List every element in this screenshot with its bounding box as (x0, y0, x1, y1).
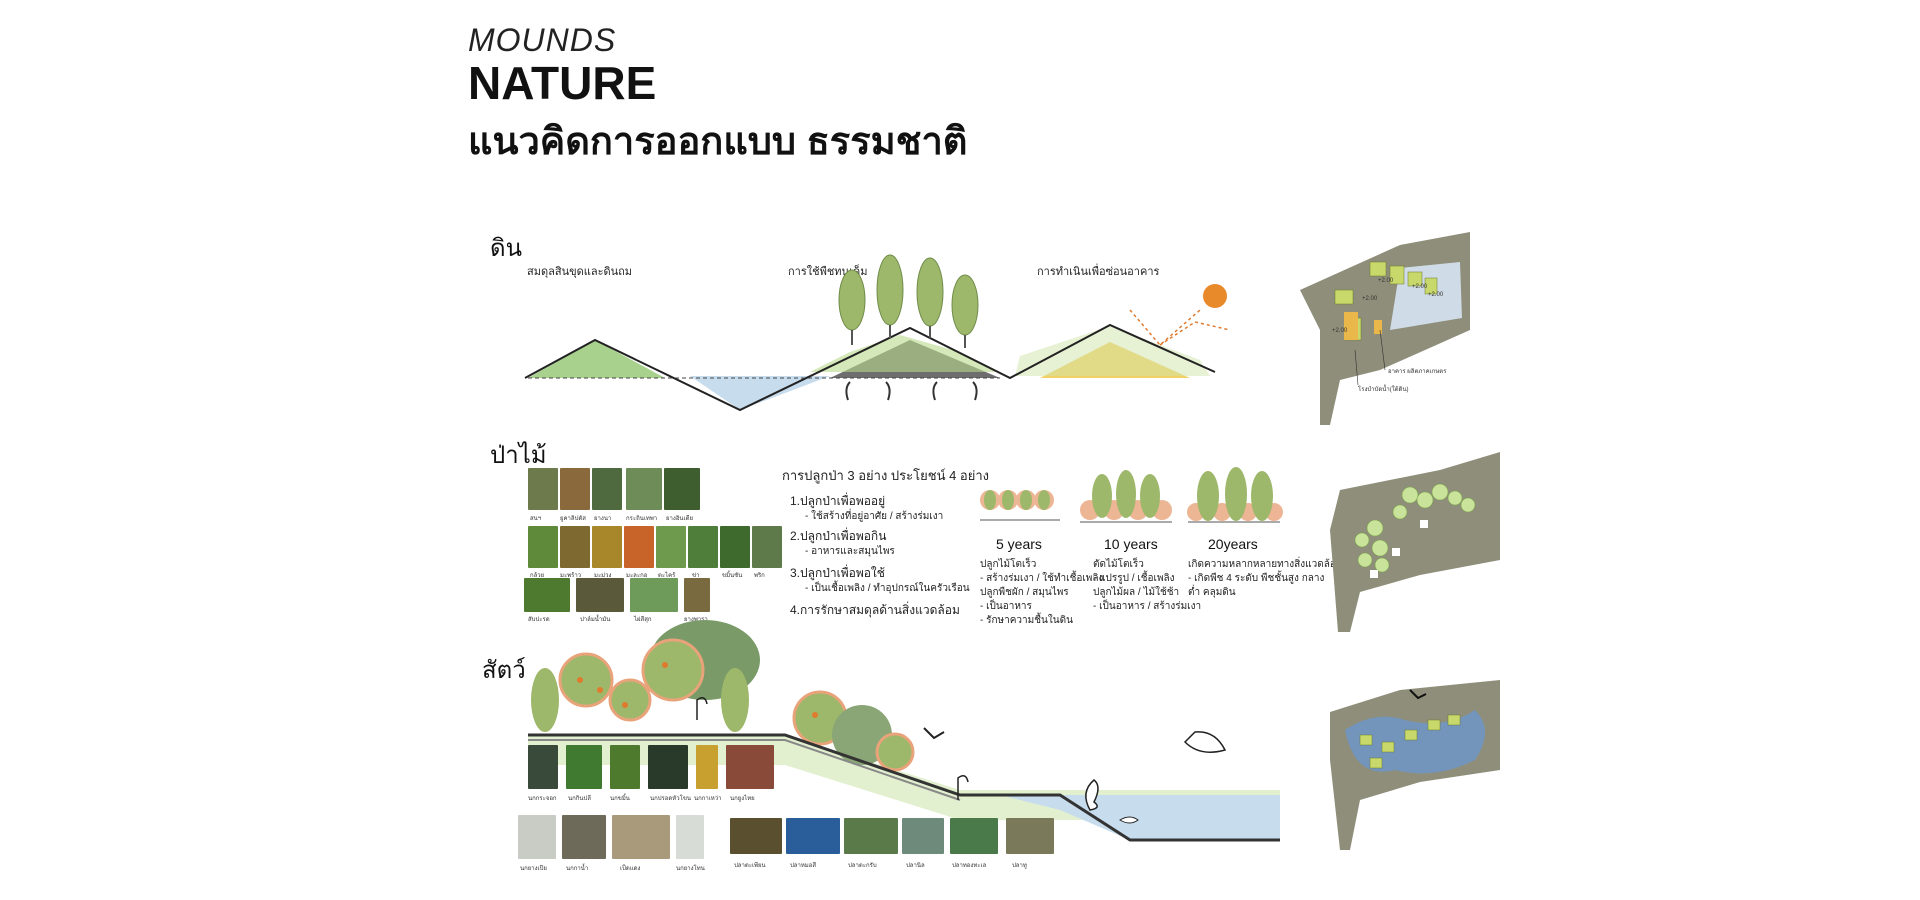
title-nature: NATURE (468, 57, 657, 109)
stage-20-years-trees (1187, 467, 1283, 523)
forest-item-3-title: 3.ปลูกป่าเพื่อพอใช้ (790, 566, 885, 580)
stage-5-years-trees (980, 490, 1060, 521)
plant-photo (720, 526, 750, 568)
plant-caption: ยางพารา (684, 617, 708, 623)
plant-caption: สนฯ (530, 516, 542, 522)
center-trees (838, 254, 979, 336)
grass-strip (810, 335, 1000, 372)
flying-bird-icon (923, 727, 945, 740)
animal-label: สัตว์ (482, 657, 526, 684)
plant-photo (524, 578, 570, 612)
plan-level-3: +2.00 (1412, 284, 1428, 290)
sun-icon (1203, 284, 1227, 308)
forest-item-1-title: 1.ปลูกป่าเพื่อพออยู่ (790, 494, 886, 508)
plant-caption: ยางนา (594, 516, 612, 522)
forest-label: ป่าไม้ (490, 442, 547, 469)
plant-photo (560, 468, 590, 510)
upward-arrows-icon (845, 381, 978, 401)
plan-level-1: +2.00 (1362, 296, 1378, 302)
animal-trees (531, 620, 915, 772)
plant-caption: มะละกอ (626, 573, 648, 579)
stage-3-notes: เกิดความหลากหลายทางสิ่งแวดล้อม- เกิดพืช … (1188, 559, 1343, 598)
plant-caption: ขมิ้นชัน (722, 573, 743, 579)
stage-1-notes: ปลูกไม้โตเร็ว- สร้างร่มเงา / ใช้ทำเชื้อเ… (980, 559, 1104, 626)
water-area (1000, 795, 1280, 840)
plant-caption: สับปะรด (528, 617, 550, 623)
plant-photo (592, 468, 622, 510)
plan-level-2: +2.00 (1378, 278, 1394, 284)
fish-icon (1119, 816, 1139, 824)
plant-photo (630, 578, 678, 612)
plant-photo (560, 526, 590, 568)
title-thai: แนวคิดการออกแบบ ธรรมชาติ (468, 121, 968, 163)
forest-item-3-sub: - เป็นเชื้อเพลิง / ทำอุปกรณ์ในครัวเรือน (805, 583, 970, 594)
plant-caption: มะม่วง (594, 573, 612, 579)
forest-heading: การปลูกป่า 3 อย่าง ประโยชน์ 4 อย่าง (782, 468, 989, 483)
plant-caption: ตะไคร้ (658, 573, 676, 579)
terrain-line (528, 733, 1280, 842)
plan-level-4: +2.00 (1428, 292, 1444, 298)
soil-label: ดิน (490, 235, 522, 262)
soil-caption-3: การทำเนินเพื่อซ่อนอาคาร (1037, 266, 1160, 278)
bird-marker-icon (1409, 689, 1427, 700)
soil-caption-1: สมดุลสินขุดและดินถม (527, 266, 633, 278)
stage-10-years-trees (1080, 470, 1172, 523)
stage-1-year: 5 years (996, 536, 1042, 552)
plant-photo (576, 578, 624, 612)
plant-caption: พริก (754, 573, 765, 579)
forest-item-2-sub: - อาหารและสมุนไพร (805, 546, 895, 557)
plant-photo (592, 526, 622, 568)
plant-photo (688, 526, 718, 568)
plant-caption: ปาล์มน้ำมัน (580, 617, 611, 623)
plant-caption: ยางอินเดีย (666, 516, 693, 522)
forest-item-1-sub: - ใช้สร้างที่อยู่อาศัย / สร้างร่มเงา (805, 511, 944, 522)
plant-caption: มะพร้าว (560, 573, 582, 579)
green-mound (528, 340, 665, 378)
plant-photo (664, 468, 700, 510)
plan-level-5: +2.00 (1332, 328, 1348, 334)
pond-area (1345, 710, 1485, 774)
title-mounds: MOUNDS (468, 22, 617, 58)
plant-caption: ไผ่สีสุก (634, 617, 652, 623)
plant-photo (752, 526, 782, 568)
yellow-mound-grass (1015, 326, 1210, 376)
plant-caption: ข่า (692, 573, 700, 579)
plan-note-1: อาคาร ผลิตภาคเกษตร (1388, 369, 1447, 375)
plant-photo (528, 526, 558, 568)
forest-item-2-title: 2.ปลูกป่าเพื่อพอกิน (790, 529, 887, 543)
forest-item-4-title: 4.การรักษาสมดุลด้านสิ่งแวดล้อม (790, 603, 960, 617)
plant-caption: ยูคาลิปตัส (560, 516, 586, 522)
plant-photo (624, 526, 654, 568)
ground-line (524, 323, 1216, 412)
duck-icon (1085, 779, 1099, 811)
plant-caption: กล้วย (530, 573, 545, 579)
plant-photo (626, 468, 662, 510)
plant-photo (656, 526, 686, 568)
stage-2-notes: ตัดไม้โตเร็ว- แปรรูป / เชื้อเพลิง ปลูกไม… (1093, 559, 1202, 612)
stage-2-year: 10 years (1104, 536, 1158, 552)
plant-photo (528, 468, 558, 510)
heron-icon-2 (696, 697, 708, 720)
goose-flying-icon (1183, 731, 1227, 753)
plan-note-2: โรงบำบัดน้ำ(ใต้ดิน) (1358, 387, 1409, 393)
heron-icon (957, 775, 969, 800)
plant-photo (684, 578, 710, 612)
plant-caption: กระถินเทพา (626, 516, 658, 522)
stage-3-year: 20years (1208, 536, 1258, 552)
